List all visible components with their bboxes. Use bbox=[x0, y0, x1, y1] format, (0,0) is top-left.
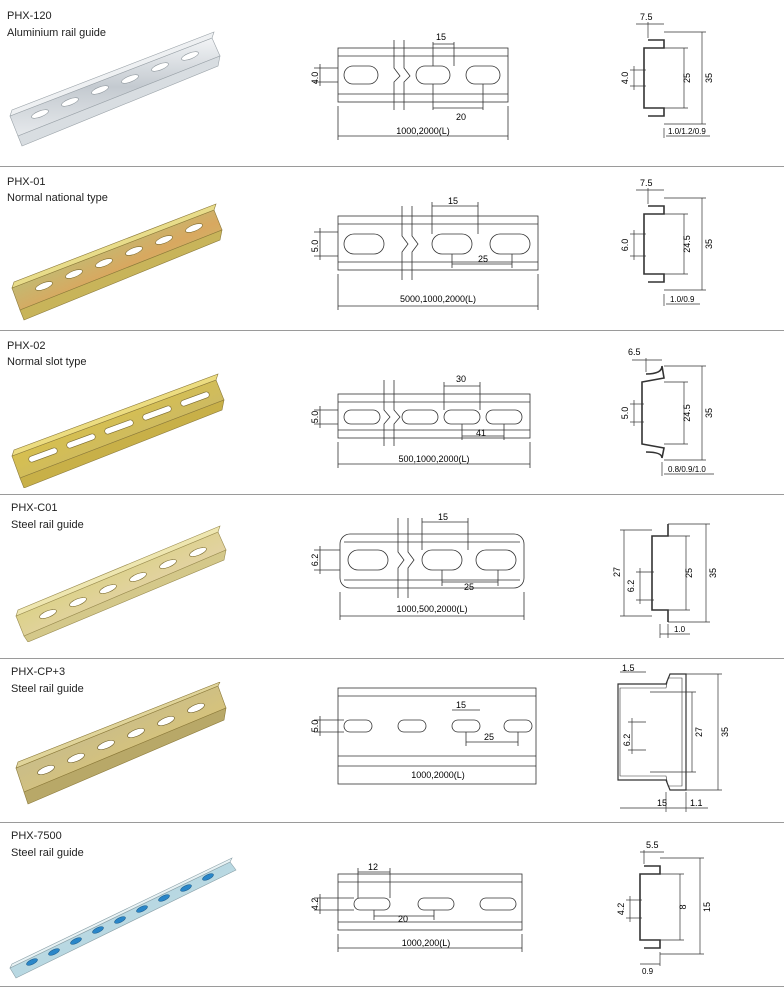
side-top-label: 7.5 bbox=[640, 12, 653, 22]
side-thickness-label: 1.0/0.9 bbox=[670, 295, 695, 304]
side-inner-label: 24.5 bbox=[682, 235, 692, 253]
front-pitch-label: 15 bbox=[456, 700, 466, 710]
rail-photo bbox=[15, 682, 227, 805]
front-view-drawing: 4.0 15 20 1000,2000(L) bbox=[310, 32, 509, 140]
side-top-label: 6.5 bbox=[628, 347, 641, 357]
rail-photo bbox=[9, 31, 221, 147]
front-pitch-label: 15 bbox=[438, 512, 448, 522]
side-profile-drawing: 1.5 6.2 27 35 15 1.1 bbox=[617, 663, 730, 812]
front-height-label: 6.2 bbox=[310, 554, 320, 567]
front-pitch-label: 12 bbox=[368, 862, 378, 872]
rail-code: PHX-CP+3 bbox=[11, 666, 66, 678]
front-slot-label: 41 bbox=[476, 428, 486, 438]
side-profile-drawing: 6.5 5.0 24.5 35 0.8/0.9/1.0 bbox=[620, 347, 714, 476]
rail-row-phx-120: PHX-120 Aluminium rail guide bbox=[0, 0, 784, 167]
front-view-drawing: 5.0 15 25 1000,2000(L) bbox=[310, 687, 537, 785]
rail-description: Steel rail guide bbox=[11, 683, 84, 695]
rail-row-phx-7500: PHX-7500 Steel rail guide bbox=[0, 822, 784, 987]
side-outer-label: 35 bbox=[708, 568, 718, 578]
front-slot-label: 25 bbox=[478, 254, 488, 264]
side-top-label: 1.5 bbox=[622, 663, 635, 673]
side-slot-label: 5.0 bbox=[620, 407, 630, 420]
front-slot-label: 25 bbox=[464, 582, 474, 592]
rail-description: Steel rail guide bbox=[11, 847, 84, 859]
front-view-drawing: 5.0 15 25 5000,1000,2000(L) bbox=[310, 196, 539, 310]
rail-code: PHX-02 bbox=[7, 340, 46, 352]
front-length-label: 1000,2000(L) bbox=[411, 770, 465, 780]
rail-row-phx-01: PHX-01 Normal national type bbox=[0, 166, 784, 331]
front-slot-label: 20 bbox=[398, 914, 408, 924]
side-outer-label: 35 bbox=[704, 239, 714, 249]
rail-photo bbox=[11, 203, 223, 321]
side-bottom-label: 15 bbox=[657, 798, 667, 808]
side-top-label: 7.5 bbox=[640, 178, 653, 188]
side-outer-label: 15 bbox=[702, 902, 712, 912]
side-profile-drawing: 27 6.2 25 35 1.0 bbox=[612, 523, 718, 638]
front-pitch-label: 15 bbox=[448, 196, 458, 206]
front-height-label: 5.0 bbox=[310, 720, 320, 733]
side-thickness-label: 0.8/0.9/1.0 bbox=[668, 465, 706, 474]
side-slot-label: 6.2 bbox=[622, 734, 632, 747]
rail-row-phx-c01: PHX-C01 Steel rail guide bbox=[0, 494, 784, 659]
side-inner-label: 27 bbox=[694, 727, 704, 737]
front-slot-label: 20 bbox=[456, 112, 466, 122]
side-inner-label: 8 bbox=[678, 904, 688, 909]
front-view-drawing: 6.2 15 25 1000,500,2000(L) bbox=[310, 512, 525, 620]
side-inner-label: 25 bbox=[682, 73, 692, 83]
rail-row-phx-02: PHX-02 Normal slot type bbox=[0, 330, 784, 495]
rail-photo bbox=[9, 857, 237, 979]
front-length-label: 5000,1000,2000(L) bbox=[400, 294, 476, 304]
front-length-label: 1000,200(L) bbox=[402, 938, 451, 948]
front-length-label: 1000,2000(L) bbox=[396, 126, 450, 136]
side-thickness-label: 1.1 bbox=[690, 798, 703, 808]
side-thickness-label: 0.9 bbox=[642, 967, 654, 976]
side-profile-drawing: 7.5 4.0 25 35 1.0/1.2/0.9 bbox=[620, 12, 714, 138]
rail-row-phx-cp3: PHX-CP+3 Steel rail guide bbox=[0, 658, 784, 823]
side-profile-drawing: 7.5 6.0 24.5 35 1.0/0.9 bbox=[620, 178, 714, 306]
side-slot-label: 6.2 bbox=[626, 580, 636, 593]
rail-description: Normal national type bbox=[7, 192, 108, 204]
side-profile-drawing: 5.5 4.2 8 15 0.9 bbox=[616, 840, 712, 976]
side-thickness-label: 1.0 bbox=[674, 625, 686, 634]
side-outer-label: 35 bbox=[704, 73, 714, 83]
rail-photo bbox=[11, 373, 225, 488]
front-height-label: 5.0 bbox=[310, 240, 320, 253]
front-pitch-label: 30 bbox=[456, 374, 466, 384]
rail-description: Aluminium rail guide bbox=[7, 27, 107, 39]
side-slot-label: 4.0 bbox=[620, 72, 630, 85]
front-length-label: 500,1000,2000(L) bbox=[398, 454, 469, 464]
rail-description: Normal slot type bbox=[7, 356, 87, 368]
side-top-label: 5.5 bbox=[646, 840, 659, 850]
side-inner-label: 25 bbox=[684, 568, 694, 578]
front-view-drawing: 4.2 12 20 1000,200(L) bbox=[310, 862, 523, 952]
rail-photo bbox=[15, 525, 227, 642]
side-slot-label: 6.0 bbox=[620, 239, 630, 252]
side-outer-label: 35 bbox=[720, 727, 730, 737]
front-length-label: 1000,500,2000(L) bbox=[396, 604, 467, 614]
side-outer-label: 35 bbox=[704, 408, 714, 418]
front-height-label: 4.2 bbox=[310, 898, 320, 911]
side-thickness-label: 1.0/1.2/0.9 bbox=[668, 127, 706, 136]
front-height-label: 4.0 bbox=[310, 72, 320, 85]
rail-code: PHX-7500 bbox=[11, 830, 62, 842]
rail-code: PHX-120 bbox=[7, 10, 52, 22]
rail-code: PHX-01 bbox=[7, 176, 46, 188]
side-slot-label: 4.2 bbox=[616, 903, 626, 916]
rail-code: PHX-C01 bbox=[11, 502, 58, 514]
side-outer-left-label: 27 bbox=[612, 567, 622, 577]
side-inner-label: 24.5 bbox=[682, 404, 692, 422]
front-slot-label: 25 bbox=[484, 732, 494, 742]
front-height-label: 5.0 bbox=[310, 411, 320, 424]
front-pitch-label: 15 bbox=[436, 32, 446, 42]
rail-description: Steel rail guide bbox=[11, 519, 84, 531]
front-view-drawing: 5.0 30 41 500,1000,2000(L) bbox=[310, 374, 531, 468]
